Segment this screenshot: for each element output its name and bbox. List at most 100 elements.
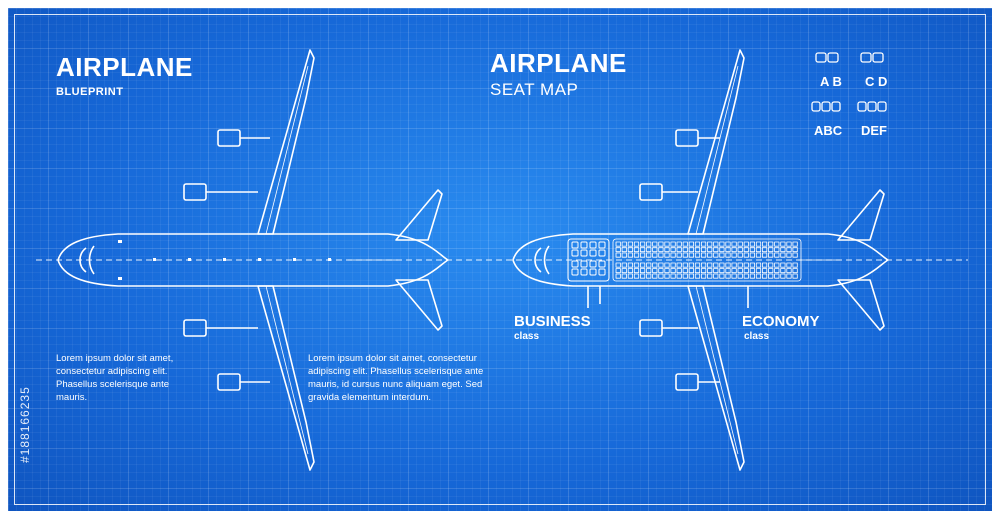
legend-seat-icon — [857, 101, 867, 112]
business-seat — [589, 249, 597, 257]
economy-seat — [719, 247, 725, 253]
economy-seat — [792, 268, 798, 274]
economy-seat — [627, 252, 634, 258]
economy-seat — [701, 247, 707, 253]
economy-seat — [640, 252, 646, 258]
economy-seat — [762, 262, 768, 268]
economy-seat — [676, 268, 682, 274]
economy-seat — [615, 268, 621, 274]
economy-seat — [749, 241, 756, 247]
economy-seat — [652, 247, 658, 253]
legend-seat-icon — [860, 52, 872, 63]
business-seat — [571, 260, 579, 268]
economy-seat — [774, 247, 780, 253]
economy-seat — [737, 247, 743, 253]
economy-seat — [701, 268, 707, 274]
economy-seat — [707, 247, 713, 253]
engine-lower-outer — [217, 373, 241, 391]
engine-lower-inner — [183, 319, 207, 337]
economy-seat — [646, 262, 652, 268]
economy-seat — [682, 252, 688, 258]
economy-seat — [713, 273, 719, 279]
economy-seat — [640, 268, 646, 274]
economy-seat — [621, 241, 627, 247]
economy-seat — [670, 252, 676, 258]
economy-seat — [755, 247, 762, 253]
economy-seat — [713, 262, 719, 268]
economy-seat — [719, 241, 725, 247]
tail-lower — [837, 279, 885, 331]
economy-seat — [725, 262, 731, 268]
economy-seat — [774, 241, 780, 247]
upper-wing — [257, 49, 315, 235]
business-seat — [589, 260, 597, 268]
economy-seat — [670, 241, 676, 247]
business-seat — [571, 249, 579, 257]
economy-seat — [762, 268, 768, 274]
economy-seat — [737, 273, 743, 279]
economy-seat — [768, 247, 774, 253]
economy-seat — [670, 262, 676, 268]
economy-seat — [725, 252, 731, 258]
blueprint-canvas: AIRPLANE BLUEPRINT Lorem ipsum dolor sit… — [8, 8, 992, 511]
economy-seat — [670, 273, 676, 279]
economy-seat — [743, 262, 749, 268]
economy-seat — [652, 268, 658, 274]
economy-seat — [664, 273, 670, 279]
economy-seat — [633, 273, 640, 279]
economy-seat — [646, 241, 652, 247]
legend-seat-icon — [815, 52, 827, 63]
economy-seat — [707, 252, 713, 258]
economy-seat — [792, 252, 798, 258]
economy-seat — [731, 262, 737, 268]
economy-seat — [627, 262, 634, 268]
economy-seat — [762, 273, 768, 279]
economy-seat — [701, 262, 707, 268]
economy-seat — [615, 247, 621, 253]
economy-seat — [707, 262, 713, 268]
economy-seat — [694, 262, 701, 268]
seat-legend-icons — [811, 52, 887, 112]
economy-seat — [755, 268, 762, 274]
economy-seat — [627, 241, 634, 247]
right-subtitle: SEAT MAP — [490, 80, 579, 99]
economy-seat — [780, 252, 786, 258]
economy-seat — [731, 252, 737, 258]
economy-seat — [713, 247, 719, 253]
economy-seat — [682, 268, 688, 274]
economy-seat — [731, 247, 737, 253]
economy-seat — [621, 247, 627, 253]
economy-seat — [615, 241, 621, 247]
economy-seat — [743, 252, 749, 258]
economy-seat — [768, 268, 774, 274]
economy-seat — [725, 247, 731, 253]
business-seat — [571, 268, 579, 276]
economy-seat — [780, 247, 786, 253]
business-seat — [571, 241, 579, 249]
economy-seat — [640, 241, 646, 247]
economy-seat — [707, 268, 713, 274]
legend-label-cd: C D — [865, 74, 888, 89]
left-paragraph-1: Lorem ipsum dolor sit amet, consectetur … — [56, 353, 174, 403]
economy-seat — [658, 268, 664, 274]
economy-seat — [633, 252, 640, 258]
economy-seat — [646, 247, 652, 253]
business-seat — [580, 268, 588, 276]
tail-lower — [395, 279, 443, 331]
fuselage — [57, 233, 449, 287]
economy-seat — [664, 247, 670, 253]
economy-seat — [633, 247, 640, 253]
economy-seat — [658, 252, 664, 258]
economy-seat — [682, 241, 688, 247]
legend-seat-icon — [821, 101, 831, 112]
economy-seat — [713, 268, 719, 274]
legend-seat-icon — [867, 101, 877, 112]
economy-seat — [768, 241, 774, 247]
economy-seat — [719, 273, 725, 279]
economy-seat — [713, 252, 719, 258]
economy-seat — [694, 273, 701, 279]
economy-seat — [615, 252, 621, 258]
economy-seat — [640, 262, 646, 268]
business-seat — [580, 241, 588, 249]
business-seat — [598, 241, 606, 249]
